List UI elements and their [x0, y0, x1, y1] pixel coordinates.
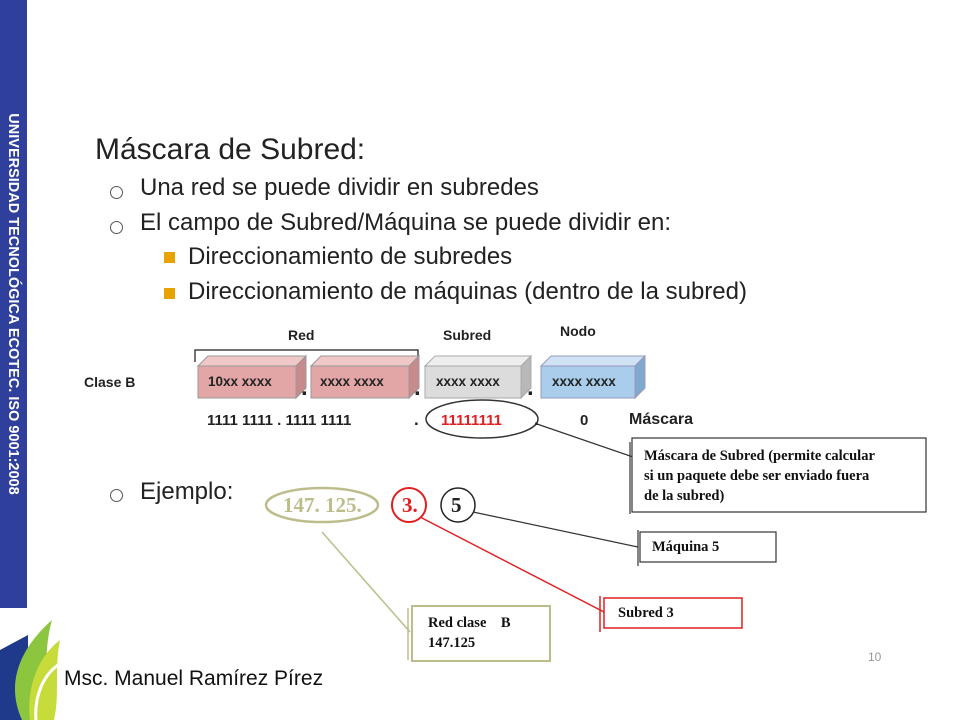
label-subred: Subred	[443, 327, 492, 343]
example-host: 5	[451, 493, 462, 517]
label-clase-b: Clase B	[84, 374, 136, 390]
author-name: Msc. Manuel Ramírez Pírez	[64, 667, 324, 690]
block-dot-1: .	[301, 374, 308, 401]
square-bullet-icon	[164, 288, 175, 299]
mask-subnet-bits: 11111111	[441, 412, 502, 429]
ring-bullet-icon	[110, 186, 123, 199]
host-callout-text: Máquina 5	[652, 539, 720, 555]
mask-dot-1: .	[414, 410, 419, 429]
mask-callout-box	[631, 437, 927, 513]
network-callout-box	[411, 605, 551, 662]
host-callout-box	[639, 531, 777, 563]
network-ellipse	[264, 486, 380, 524]
block-dot-3: .	[527, 374, 534, 401]
network-callout-line-2: 147.125	[428, 635, 476, 651]
ecotec-logo	[0, 620, 60, 720]
label-red: Red	[288, 327, 315, 343]
mask-callout-line-1: Máscara de Subred (permite calcular	[644, 448, 875, 464]
example-label: Ejemplo:	[140, 478, 234, 505]
subnet-circle	[391, 487, 427, 523]
network-block-1	[196, 354, 308, 400]
mask-host-bits: 0	[580, 412, 589, 429]
slide-title: Máscara de Subred:	[95, 133, 366, 166]
bullet-1: Una red se puede dividir en subredes	[140, 174, 539, 201]
mask-subnet-ellipse	[425, 399, 539, 439]
host-callout-line	[472, 511, 639, 548]
host-circle	[440, 487, 476, 523]
example-subnet: 3.	[402, 493, 418, 517]
block-4-text: xxxx xxxx	[552, 374, 616, 389]
subbullet-2: Direccionamiento de máquinas (dentro de …	[188, 278, 747, 305]
subnet-callout-box	[603, 597, 743, 629]
subnet-block	[423, 354, 533, 400]
label-nodo: Nodo	[560, 323, 596, 339]
network-callout-line-1: Red clase B	[428, 615, 511, 631]
block-3-text: xxxx xxxx	[436, 374, 500, 389]
mask-callout-line-3: de la subred)	[644, 488, 725, 504]
block-1-text: 10xx xxxx	[208, 374, 272, 389]
mask-callout-line-2: si un paquete debe ser enviado fuera	[644, 468, 870, 484]
example-network: 147. 125.	[283, 493, 362, 517]
mask-network-bits: 1111 1111 . 1111 1111	[207, 412, 352, 429]
host-block	[539, 354, 647, 400]
sidebar-band: UNIVERSIDAD TECNOLÓGICA ECOTEC. ISO 9001…	[0, 0, 27, 608]
mask-callout-line	[536, 423, 637, 459]
block-dot-2: .	[414, 374, 421, 401]
ring-bullet-icon	[110, 489, 123, 502]
page-number: 10	[868, 650, 882, 664]
network-block-2	[309, 354, 421, 400]
subnet-callout-line	[419, 516, 605, 613]
square-bullet-icon	[164, 252, 175, 263]
mask-label: Máscara	[629, 411, 694, 428]
subbullet-1: Direccionamiento de subredes	[188, 243, 513, 270]
bullet-2: El campo de Subred/Máquina se puede divi…	[140, 209, 671, 236]
block-2-text: xxxx xxxx	[320, 374, 384, 389]
subnet-callout-text: Subred 3	[618, 605, 674, 621]
ring-bullet-icon	[110, 221, 123, 234]
mask-dot-2: .	[534, 410, 539, 429]
network-callout-line	[321, 531, 411, 633]
